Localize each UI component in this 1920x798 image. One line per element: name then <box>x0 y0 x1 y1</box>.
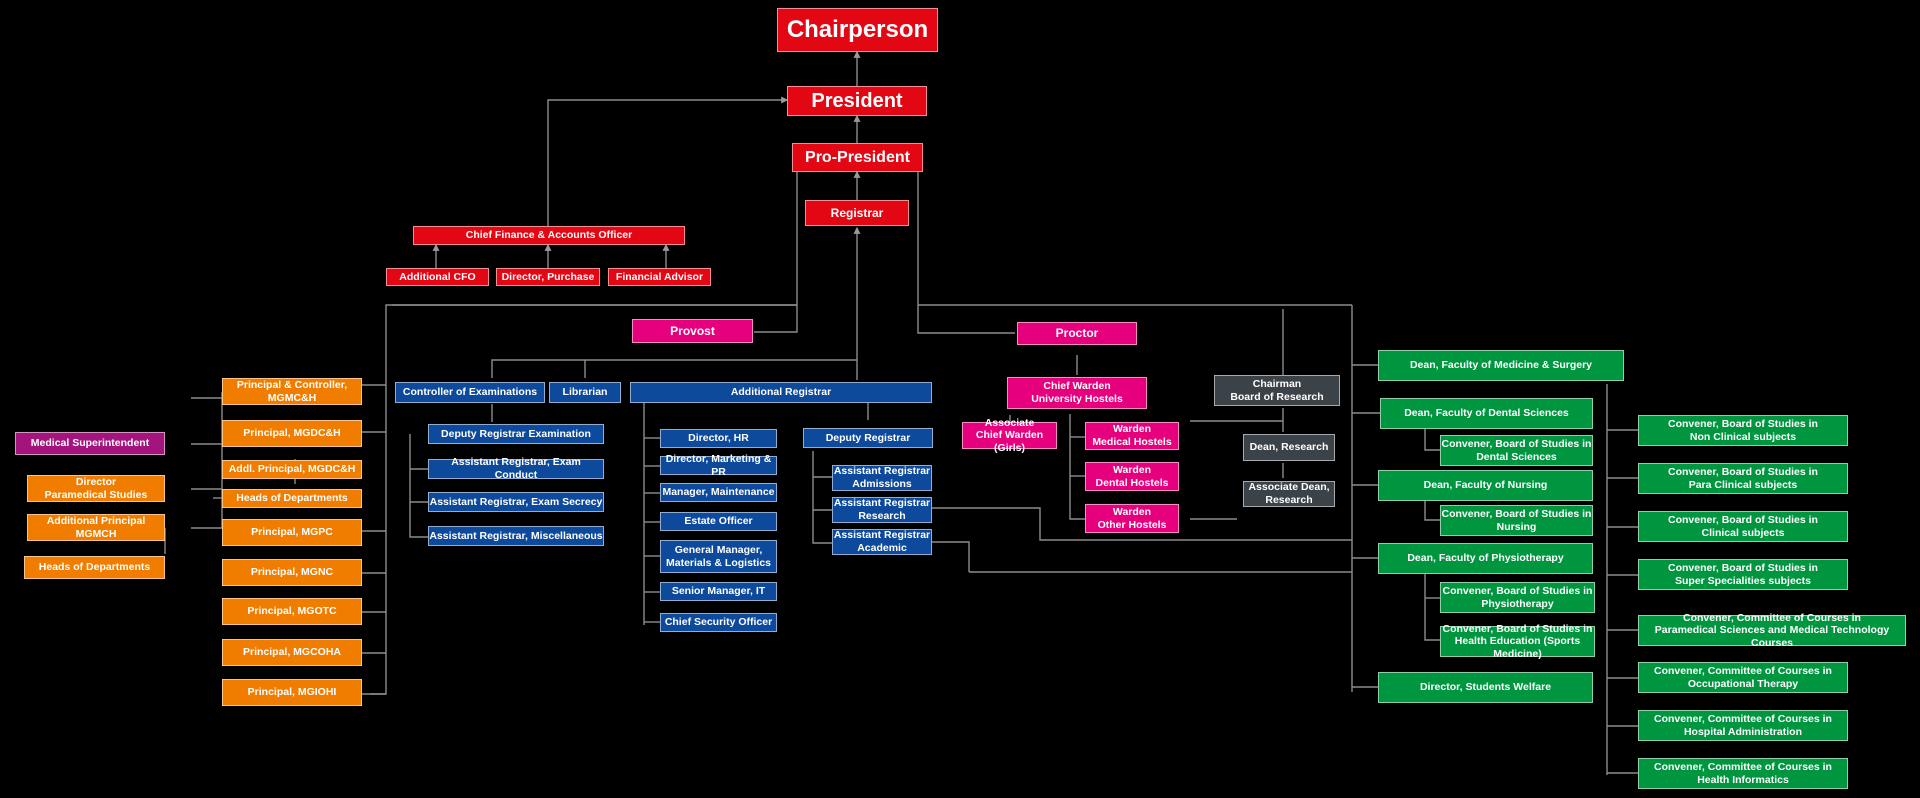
principal-mgcoha-box: Principal, MGCOHA <box>222 639 362 666</box>
pro-president-box: Pro-President <box>792 143 923 172</box>
ar-exam-conduct-box: Assistant Registrar, Exam Conduct <box>428 456 604 481</box>
director-marketing-box: Director, Marketing & PR <box>660 453 777 478</box>
financial-advisor-box: Financial Advisor <box>608 268 711 286</box>
dean-dental-box: Dean, Faculty of Dental Sciences <box>1380 398 1593 429</box>
addl-principal-mgdch-box: Addl. Principal, MGDC&H <box>222 460 362 479</box>
estate-officer-box: Estate Officer <box>660 512 777 531</box>
deputy-registrar-exam-box: Deputy Registrar Examination <box>428 424 604 444</box>
assoc-chief-warden-box: Associate Chief Warden (Girls) <box>962 417 1057 454</box>
dean-medicine-box: Dean, Faculty of Medicine & Surgery <box>1378 350 1624 381</box>
director-students-welfare-box: Director, Students Welfare <box>1378 672 1593 703</box>
chief-security-officer-box: Chief Security Officer <box>660 613 777 632</box>
medical-superintendent-box: Medical Superintendent <box>15 432 165 455</box>
dean-nursing-box: Dean, Faculty of Nursing <box>1378 470 1593 501</box>
ar-research-box: Assistant Registrar Research <box>832 497 932 523</box>
director-hr-box: Director, HR <box>660 429 777 448</box>
librarian-box: Librarian <box>549 382 621 403</box>
manager-maintenance-box: Manager, Maintenance <box>660 483 777 502</box>
gm-materials-box: General Manager, Materials & Logistics <box>660 540 777 573</box>
cfo-box: Chief Finance & Accounts Officer <box>413 226 685 245</box>
bos-sports-medicine-box: Convener, Board of Studies in Health Edu… <box>1440 623 1595 660</box>
convener-non-clinical-box: Convener, Board of Studies in Non Clinic… <box>1638 415 1848 446</box>
convener-paramedical-box: Convener, Committee of Courses in Parame… <box>1638 612 1906 649</box>
convener-hospital-admin-box: Convener, Committee of Courses in Hospit… <box>1638 710 1848 741</box>
provost-box: Provost <box>632 319 753 343</box>
convener-super-specialities-box: Convener, Board of Studies in Super Spec… <box>1638 559 1848 590</box>
principal-mgnc-box: Principal, MGNC <box>222 559 362 586</box>
convener-occupational-box: Convener, Committee of Courses in Occupa… <box>1638 662 1848 693</box>
principal-mgiohi-box: Principal, MGIOHI <box>222 679 362 706</box>
left-heads-departments-box: Heads of Departments <box>24 556 165 579</box>
director-paramedical-box: Director Paramedical Studies <box>27 475 165 502</box>
principal-mgotc-box: Principal, MGOTC <box>222 598 362 625</box>
registrar-box: Registrar <box>805 200 909 226</box>
warden-other-box: Warden Other Hostels <box>1085 504 1179 533</box>
bos-nursing-box: Convener, Board of Studies in Nursing <box>1440 505 1593 536</box>
ar-miscellaneous-box: Assistant Registrar, Miscellaneous <box>428 526 604 546</box>
senior-manager-it-box: Senior Manager, IT <box>660 582 777 601</box>
proctor-box: Proctor <box>1017 322 1137 345</box>
additional-principal-mgmch-box: Additional Principal MGMCH <box>27 514 165 541</box>
bos-physio-box: Convener, Board of Studies in Physiother… <box>1440 582 1595 613</box>
ar-admissions-box: Assistant Registrar Admissions <box>832 465 932 491</box>
dean-physio-box: Dean, Faculty of Physiotherapy <box>1378 543 1593 574</box>
warden-dental-box: Warden Dental Hostels <box>1085 462 1179 491</box>
convener-clinical-box: Convener, Board of Studies in Clinical s… <box>1638 511 1848 542</box>
president-box: President <box>787 86 927 116</box>
heads-departments-box: Heads of Departments <box>222 489 362 508</box>
bos-dental-box: Convener, Board of Studies in Dental Sci… <box>1440 435 1593 466</box>
dean-research-box: Dean, Research <box>1243 434 1335 461</box>
principal-mgpc-box: Principal, MGPC <box>222 519 362 546</box>
warden-medical-box: Warden Medical Hostels <box>1085 422 1179 450</box>
principal-mgdch-box: Principal, MGDC&H <box>222 420 362 447</box>
chairman-research-box: Chairman Board of Research <box>1214 375 1340 406</box>
chief-warden-box: Chief Warden University Hostels <box>1007 377 1147 409</box>
assoc-dean-research-box: Associate Dean, Research <box>1243 481 1335 507</box>
ar-academic-box: Assistant Registrar Academic <box>832 529 932 555</box>
chairperson-box: Chairperson <box>777 8 938 52</box>
controller-examinations-box: Controller of Examinations <box>395 382 545 403</box>
convener-para-clinical-box: Convener, Board of Studies in Para Clini… <box>1638 463 1848 494</box>
additional-cfo-box: Additional CFO <box>386 268 489 286</box>
principal-controller-mgmch-box: Principal & Controller, MGMC&H <box>222 378 362 405</box>
convener-health-informatics-box: Convener, Committee of Courses in Health… <box>1638 758 1848 789</box>
deputy-registrar-box: Deputy Registrar <box>803 428 933 448</box>
ar-exam-secrecy-box: Assistant Registrar, Exam Secrecy <box>428 492 604 512</box>
director-purchase-box: Director, Purchase <box>496 268 600 286</box>
additional-registrar-box: Additional Registrar <box>630 382 932 403</box>
